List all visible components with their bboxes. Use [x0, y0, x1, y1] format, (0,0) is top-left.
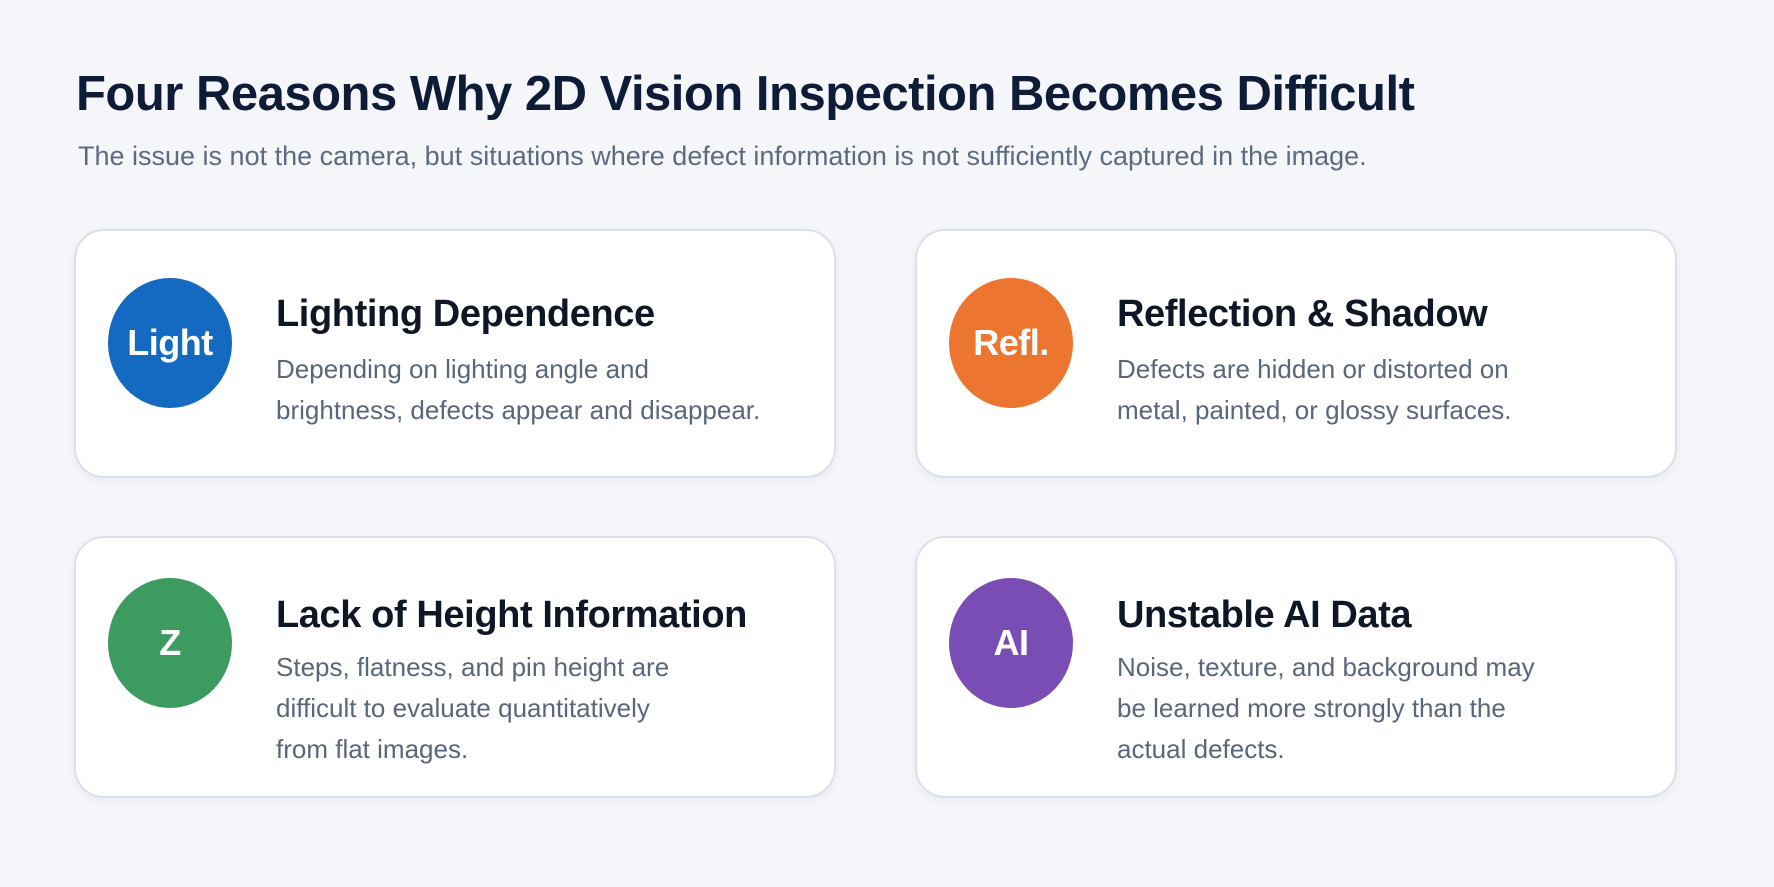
description-line: brightness, defects appear and disappear… — [276, 395, 761, 425]
card-lack-of-height-information: Z Lack of Height Information Steps, flat… — [74, 536, 836, 798]
height-z-badge-icon: Z — [108, 578, 232, 708]
description-line: Defects are hidden or distorted on — [1117, 354, 1509, 384]
card-title: Unstable AI Data — [1117, 594, 1412, 636]
description-line: Noise, texture, and background may — [1117, 652, 1535, 682]
card-lighting-dependence: Light Lighting Dependence Depending on l… — [74, 229, 836, 478]
ai-badge-icon: AI — [949, 578, 1073, 708]
description-line: Steps, flatness, and pin height are — [276, 652, 670, 682]
card-description: Defects are hidden or distorted on metal… — [1117, 349, 1512, 431]
card-description: Depending on lighting angle and brightne… — [276, 349, 760, 431]
card-unstable-ai-data: AI Unstable AI Data Noise, texture, and … — [915, 536, 1677, 798]
card-reflection-shadow: Refl. Reflection & Shadow Defects are hi… — [915, 229, 1677, 478]
description-line: Depending on lighting angle and — [276, 354, 649, 384]
page-title: Four Reasons Why 2D Vision Inspection Be… — [76, 67, 1415, 121]
card-title: Lighting Dependence — [276, 293, 655, 335]
description-line: metal, painted, or glossy surfaces. — [1117, 395, 1512, 425]
reflection-badge-icon: Refl. — [949, 278, 1073, 408]
card-title: Reflection & Shadow — [1117, 293, 1488, 335]
light-badge-icon: Light — [108, 278, 232, 408]
description-line: actual defects. — [1117, 734, 1285, 764]
card-description: Noise, texture, and background may be le… — [1117, 647, 1535, 770]
card-title: Lack of Height Information — [276, 594, 747, 636]
description-line: difficult to evaluate quantitatively — [276, 693, 650, 723]
description-line: from flat images. — [276, 734, 469, 764]
description-line: be learned more strongly than the — [1117, 693, 1506, 723]
page-subtitle: The issue is not the camera, but situati… — [78, 141, 1367, 171]
card-description: Steps, flatness, and pin height are diff… — [276, 647, 669, 770]
